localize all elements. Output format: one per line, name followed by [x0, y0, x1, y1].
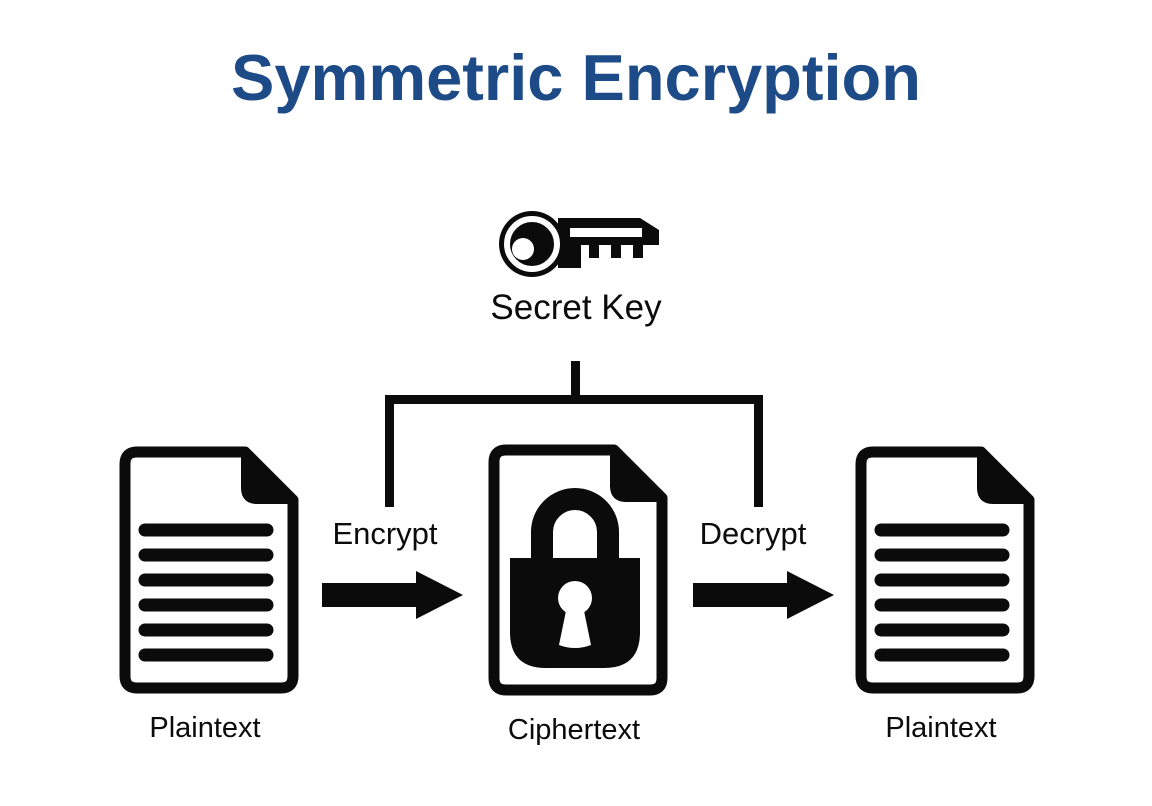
node-plaintext-right: Plaintext	[843, 442, 1039, 745]
document-text-icon	[843, 442, 1039, 698]
connector-leg-right	[754, 395, 763, 507]
connector-leg-left	[385, 395, 394, 507]
connector-stem	[571, 361, 580, 401]
document-text-icon	[107, 442, 303, 698]
encrypt-label: Encrypt	[332, 516, 438, 551]
decrypt-label: Decrypt	[699, 516, 807, 551]
secret-key-label: Secret Key	[490, 288, 662, 327]
page-title: Symmetric Encryption	[231, 41, 921, 114]
decrypt-arrow-right-icon	[693, 571, 834, 619]
node-plaintext-left: Plaintext	[107, 442, 303, 745]
node-label: Plaintext	[149, 712, 261, 744]
document-lock-icon	[476, 440, 672, 700]
lock-icon	[510, 488, 640, 668]
node-ciphertext: Ciphertext	[476, 440, 672, 747]
encrypt-arrow-right-icon	[322, 571, 463, 619]
node-label: Ciphertext	[507, 714, 641, 746]
node-label: Plaintext	[885, 712, 997, 744]
key-icon	[494, 202, 660, 288]
connector-bar	[385, 395, 763, 404]
